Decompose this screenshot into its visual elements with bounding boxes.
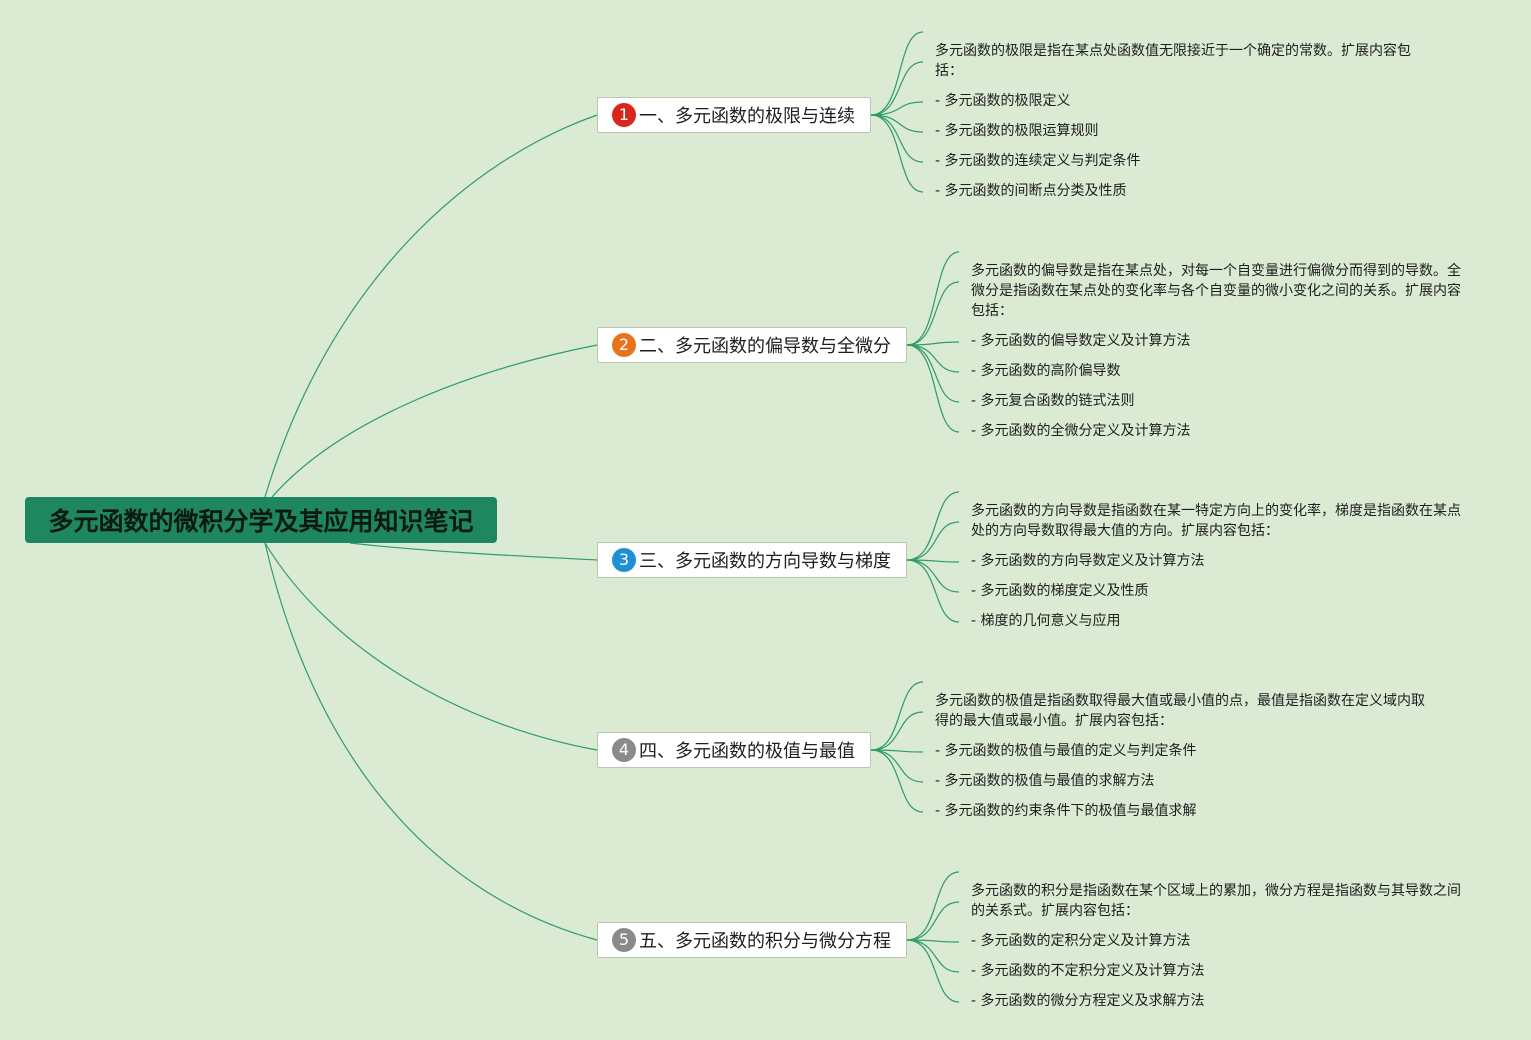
branch-2-item[interactable]: - 多元函数的偏导数定义及计算方法 bbox=[971, 333, 1191, 349]
branch-3-item[interactable]: - 多元函数的梯度定义及性质 bbox=[971, 583, 1149, 599]
branch-1-item[interactable]: - 多元函数的极限定义 bbox=[935, 93, 1071, 109]
branch-3-child-link bbox=[906, 521, 960, 561]
branch-1-description[interactable]: 多元函数的极限是指在某点处函数值无限接近于一个确定的常数。扩展内容包括： bbox=[935, 43, 1411, 79]
branch-topic-3[interactable]: 3 三、多元函数的方向导数与梯度 bbox=[597, 542, 907, 578]
branch-3-child-link bbox=[906, 559, 960, 593]
root-link-5 bbox=[264, 542, 598, 941]
branch-1-child-link bbox=[870, 114, 924, 133]
branch-5-item[interactable]: - 多元函数的不定积分定义及计算方法 bbox=[971, 963, 1205, 979]
branch-5-child-link bbox=[906, 939, 960, 943]
branch-label-3: 三、多元函数的方向导数与梯度 bbox=[639, 551, 891, 572]
number-badge-5-icon: 5 bbox=[612, 928, 636, 952]
branch-3-child-link bbox=[906, 491, 960, 561]
branch-5-child-link bbox=[906, 871, 960, 941]
branch-4-description[interactable]: 多元函数的极值是指函数取得最大值或最小值的点，最值是指函数在定义域内取得的最大值… bbox=[935, 693, 1425, 729]
branch-4-item[interactable]: - 多元函数的约束条件下的极值与最值求解 bbox=[935, 803, 1197, 819]
root-topic[interactable]: 多元函数的微积分学及其应用知识笔记 bbox=[25, 497, 497, 543]
branch-2-child-link bbox=[906, 344, 960, 373]
branch-3-child-link bbox=[906, 559, 960, 563]
root-link-4 bbox=[264, 542, 598, 751]
branch-1-child-link bbox=[870, 114, 924, 163]
branch-5-child-link bbox=[906, 939, 960, 1003]
branch-label-4: 四、多元函数的极值与最值 bbox=[639, 741, 855, 762]
branch-5-item[interactable]: - 多元函数的定积分定义及计算方法 bbox=[971, 933, 1191, 949]
branch-3-item[interactable]: - 多元函数的方向导数定义及计算方法 bbox=[971, 553, 1205, 569]
branch-label-5: 五、多元函数的积分与微分方程 bbox=[639, 931, 891, 952]
branch-5-child-link bbox=[906, 901, 960, 941]
branch-topic-2[interactable]: 2 二、多元函数的偏导数与全微分 bbox=[597, 327, 907, 363]
branch-2-item[interactable]: - 多元函数的高阶偏导数 bbox=[971, 363, 1121, 379]
branch-2-child-link bbox=[906, 251, 960, 346]
branch-1-child-link bbox=[870, 61, 924, 116]
branch-4-child-link bbox=[870, 749, 924, 783]
branch-1-item[interactable]: - 多元函数的极限运算规则 bbox=[935, 123, 1099, 139]
branch-2-item[interactable]: - 多元复合函数的链式法则 bbox=[971, 393, 1135, 409]
root-link-3 bbox=[349, 542, 598, 561]
branch-label-1: 一、多元函数的极限与连续 bbox=[639, 106, 855, 127]
branch-2-child-link bbox=[906, 281, 960, 346]
branch-1-child-link bbox=[870, 114, 924, 193]
branch-label-2: 二、多元函数的偏导数与全微分 bbox=[639, 336, 891, 357]
branch-1-child-link bbox=[870, 31, 924, 116]
branch-1-item[interactable]: - 多元函数的连续定义与判定条件 bbox=[935, 153, 1141, 169]
branch-1-item[interactable]: - 多元函数的间断点分类及性质 bbox=[935, 183, 1127, 199]
branch-topic-1[interactable]: 1 一、多元函数的极限与连续 bbox=[597, 97, 871, 133]
branch-5-description[interactable]: 多元函数的积分是指函数在某个区域上的累加，微分方程是指函数与其导数之间的关系式。… bbox=[971, 883, 1461, 919]
branch-3-child-link bbox=[906, 559, 960, 623]
branch-topic-5[interactable]: 5 五、多元函数的积分与微分方程 bbox=[597, 922, 907, 958]
branch-4-child-link bbox=[870, 749, 924, 813]
branch-4-item[interactable]: - 多元函数的极值与最值的定义与判定条件 bbox=[935, 743, 1197, 759]
branch-4-child-link bbox=[870, 749, 924, 753]
branch-topic-4[interactable]: 4 四、多元函数的极值与最值 bbox=[597, 732, 871, 768]
branch-4-child-link bbox=[870, 681, 924, 751]
branch-3-description[interactable]: 多元函数的方向导数是指函数在某一特定方向上的变化率，梯度是指函数在某点处的方向导… bbox=[971, 503, 1461, 539]
number-badge-4-icon: 4 bbox=[612, 738, 636, 762]
root-link-2 bbox=[271, 344, 598, 498]
branch-3-item[interactable]: - 梯度的几何意义与应用 bbox=[971, 613, 1121, 629]
branch-2-description[interactable]: 多元函数的偏导数是指在某点处，对每一个自变量进行偏微分而得到的导数。全微分是指函… bbox=[971, 263, 1461, 319]
branch-2-child-link bbox=[906, 344, 960, 403]
branch-2-item[interactable]: - 多元函数的全微分定义及计算方法 bbox=[971, 423, 1191, 439]
branch-5-item[interactable]: - 多元函数的微分方程定义及求解方法 bbox=[971, 993, 1205, 1009]
number-badge-1-icon: 1 bbox=[612, 103, 636, 127]
branch-4-item[interactable]: - 多元函数的极值与最值的求解方法 bbox=[935, 773, 1155, 789]
root-link-1 bbox=[264, 114, 598, 498]
branch-2-child-link bbox=[906, 341, 960, 346]
number-badge-2-icon: 2 bbox=[612, 333, 636, 357]
number-badge-3-icon: 3 bbox=[612, 548, 636, 572]
branch-2-child-link bbox=[906, 344, 960, 433]
branch-1-child-link bbox=[870, 101, 924, 116]
branch-4-child-link bbox=[870, 711, 924, 751]
branch-5-child-link bbox=[906, 939, 960, 973]
